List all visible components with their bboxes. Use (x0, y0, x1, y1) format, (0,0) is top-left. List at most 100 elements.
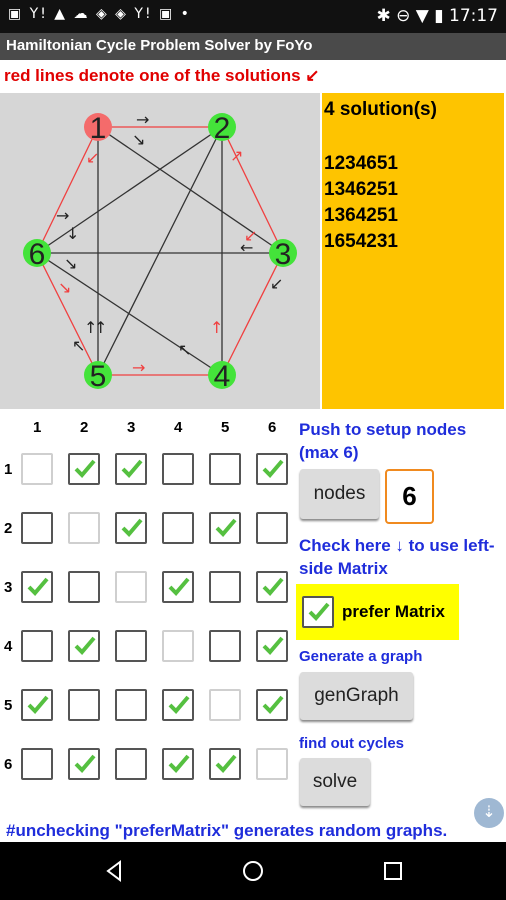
matrix-checkbox[interactable] (256, 630, 288, 662)
matrix-checkbox[interactable] (21, 571, 53, 603)
nodes-button[interactable]: nodes (300, 469, 379, 519)
matrix-checkbox[interactable] (115, 748, 147, 780)
matrix-checkbox[interactable] (115, 571, 147, 603)
matrix-checkbox[interactable] (68, 689, 100, 721)
edge-arrow: ↙ (244, 226, 257, 245)
matrix-checkbox[interactable] (21, 512, 53, 544)
matrix-checkbox[interactable] (209, 630, 241, 662)
matrix-checkbox[interactable] (162, 453, 194, 485)
solution-item: 1654231 (324, 231, 398, 252)
matrix-checkbox[interactable] (21, 453, 53, 485)
matrix-col-header: 6 (268, 419, 277, 436)
edge-arrow: ↓ (66, 224, 79, 243)
matrix-checkbox[interactable] (115, 630, 147, 662)
check-matrix-label: Check here ↓ to use left-side Matrix (299, 536, 495, 578)
graph-node-label: 3 (275, 238, 292, 271)
check-icon (262, 459, 284, 478)
edge-arrow: ← (240, 238, 253, 257)
edge-arrow: ↑ (84, 318, 97, 337)
matrix-checkbox[interactable] (115, 689, 147, 721)
matrix-checkbox[interactable] (209, 453, 241, 485)
check-icon (168, 754, 190, 773)
matrix-row-header: 4 (4, 638, 13, 655)
matrix-checkbox[interactable] (162, 689, 194, 721)
edge-arrow: ↖ (72, 336, 85, 355)
check-icon (27, 577, 49, 596)
matrix-checkbox[interactable] (256, 453, 288, 485)
app-title: Hamiltonian Cycle Problem Solver by FoYo (6, 37, 313, 54)
matrix-row-header: 5 (4, 697, 13, 714)
solutions-panel: 4 solution(s) 1234651 1346251 1364251 16… (322, 93, 504, 409)
matrix-checkbox[interactable] (68, 453, 100, 485)
scroll-down-button[interactable]: ⇣ (474, 798, 504, 828)
matrix-row-header: 3 (4, 579, 13, 596)
matrix-checkbox[interactable] (21, 689, 53, 721)
check-icon (215, 518, 237, 537)
check-icon (262, 695, 284, 714)
check-icon (121, 518, 143, 537)
check-icon (74, 636, 96, 655)
graph-edge (36, 126, 99, 254)
edge-arrow: → (132, 358, 145, 377)
edge-arrow: → (136, 110, 149, 129)
matrix-checkbox[interactable] (209, 571, 241, 603)
check-icon (27, 695, 49, 714)
matrix-checkbox[interactable] (68, 630, 100, 662)
nodes-count-input[interactable]: 6 (385, 469, 434, 524)
graph-node-label: 1 (90, 112, 107, 145)
matrix-checkbox[interactable] (162, 571, 194, 603)
solution-item: 1346251 (324, 179, 398, 200)
gengraph-button[interactable]: genGraph (300, 672, 413, 720)
matrix-checkbox[interactable] (209, 689, 241, 721)
matrix-checkbox[interactable] (115, 453, 147, 485)
edge-arrow: ↙ (270, 274, 283, 293)
matrix-row-header: 1 (4, 461, 13, 478)
prefer-matrix-checkbox[interactable] (302, 596, 334, 628)
edge-arrow: ↘ (64, 254, 77, 273)
matrix-row-header: 6 (4, 756, 13, 773)
matrix-checkbox[interactable] (68, 571, 100, 603)
matrix-checkbox[interactable] (21, 748, 53, 780)
graph-node (208, 113, 236, 141)
matrix-checkbox[interactable] (209, 512, 241, 544)
recents-icon[interactable] (378, 856, 408, 886)
graph-node (208, 361, 236, 389)
check-icon (262, 636, 284, 655)
system-tray: ✱ ⊖ ▼ ▮ 17:17 (376, 6, 498, 26)
edge-arrow: ↙ (86, 148, 99, 167)
matrix-checkbox[interactable] (68, 748, 100, 780)
matrix-checkbox[interactable] (209, 748, 241, 780)
edge-arrow: → (56, 206, 69, 225)
home-icon[interactable] (238, 856, 268, 886)
matrix-checkbox[interactable] (256, 571, 288, 603)
prefer-matrix-toggle[interactable]: prefer Matrix (296, 584, 459, 640)
edge-arrow: ↗ (230, 146, 243, 165)
edge-arrow: ↑ (210, 318, 223, 337)
matrix-checkbox[interactable] (162, 748, 194, 780)
matrix-checkbox[interactable] (162, 512, 194, 544)
clock: 17:17 (449, 6, 498, 26)
matrix-checkbox[interactable] (256, 512, 288, 544)
solutions-count: 4 solution(s) (324, 99, 437, 120)
check-icon (308, 602, 330, 621)
matrix-checkbox[interactable] (68, 512, 100, 544)
matrix-checkbox[interactable] (162, 630, 194, 662)
matrix-checkbox[interactable] (115, 512, 147, 544)
graph-node-label: 2 (214, 112, 231, 145)
matrix-checkbox[interactable] (21, 630, 53, 662)
solutions-list: 1234651 1346251 1364251 1654231 (324, 151, 398, 255)
matrix-checkbox[interactable] (256, 748, 288, 780)
check-icon (121, 459, 143, 478)
check-icon (215, 754, 237, 773)
generate-graph-label: Generate a graph (299, 648, 423, 665)
setup-nodes-label: Push to setup nodes (max 6) (299, 420, 467, 462)
matrix-col-header: 4 (174, 419, 183, 436)
solve-button[interactable]: solve (300, 758, 370, 806)
prefer-matrix-label: prefer Matrix (342, 602, 445, 621)
matrix-checkbox[interactable] (256, 689, 288, 721)
back-icon[interactable] (100, 856, 130, 886)
matrix-col-header: 5 (221, 419, 230, 436)
